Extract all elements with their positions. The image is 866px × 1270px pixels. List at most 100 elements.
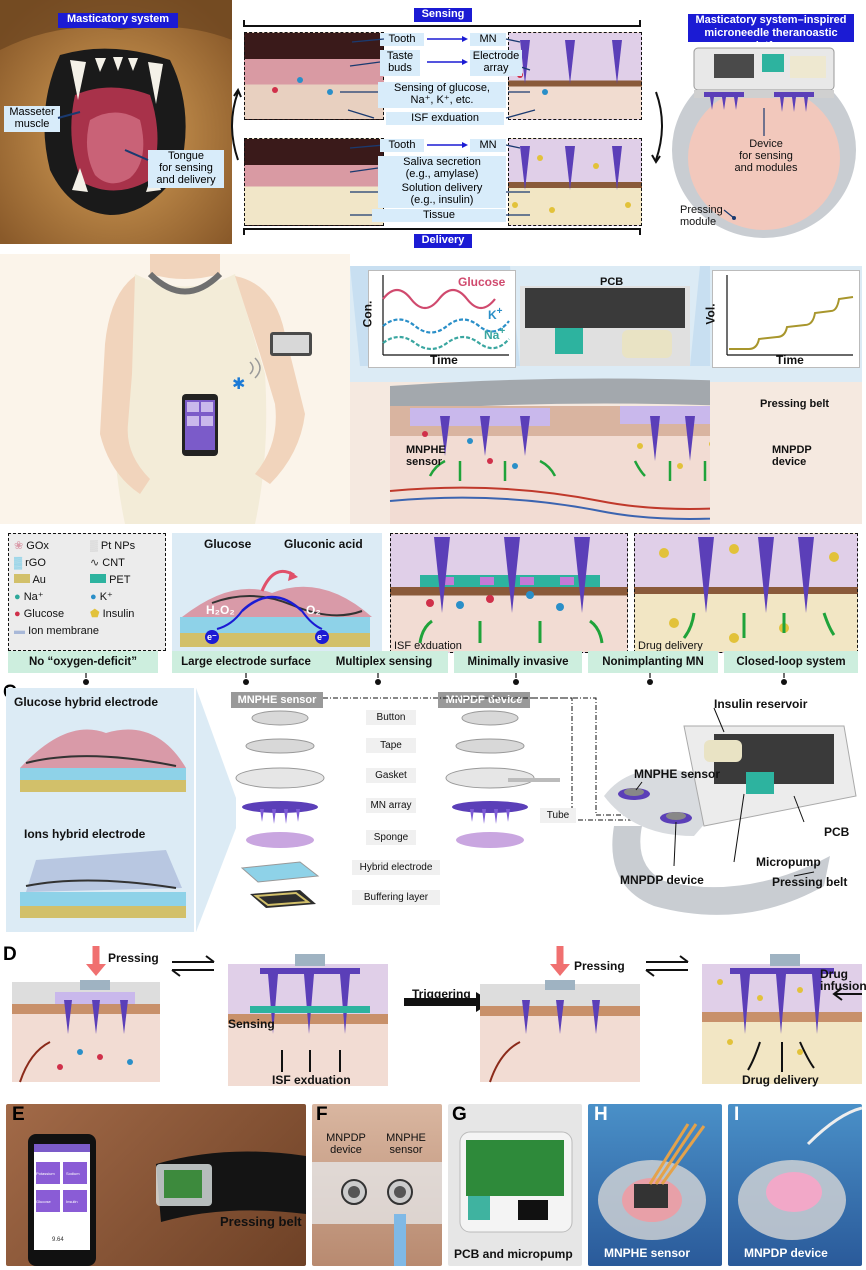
mn-label-2: MN — [470, 139, 506, 152]
legend-k-text: K⁺ — [99, 591, 113, 603]
mnphe-sensor-header: MNPHE sensor — [231, 692, 323, 708]
drug-infusion-line2: infusion — [820, 979, 866, 993]
phone-tile-insulin[interactable]: Insulin — [66, 1199, 78, 1204]
mnphe-sensor-label-b: MNPHE sensor — [406, 444, 446, 468]
k-plus: + — [496, 306, 503, 317]
taste-buds-label: Taste buds — [380, 50, 420, 76]
hybrid-electrodes-panel — [6, 688, 194, 932]
electron-label-2: e⁻ — [317, 632, 327, 642]
saliva-line1: Saliva secretion — [403, 156, 481, 168]
photo-i — [728, 1104, 862, 1266]
photo-f-content — [312, 1162, 442, 1266]
tooth-label-2: Tooth — [380, 139, 424, 152]
sensing-of-line1: Sensing of glucose, — [393, 82, 490, 94]
masseter-label: Masseter muscle — [4, 106, 60, 132]
phone-tiles: Potassium Sodium Glucose Insulin — [36, 1162, 90, 1218]
pet-icon — [90, 574, 106, 583]
legend-rgo-text: rGO — [25, 557, 46, 569]
feature-minimally-invasive: Minimally invasive — [454, 651, 582, 673]
taste-line1: Taste — [386, 50, 414, 62]
electrode-reaction-drawing — [180, 570, 372, 647]
mnpdp-b-line1: MNPDP — [772, 444, 812, 456]
pt-nps-icon: ▒ — [90, 540, 98, 552]
volume-chart — [712, 270, 860, 368]
legend-ion-membrane: ▬ Ion membrane — [14, 625, 99, 637]
phone-tile-glucose[interactable]: Glucose — [36, 1199, 51, 1204]
panel-label-h: H — [594, 1104, 608, 1125]
tissue-label: Tissue — [372, 209, 506, 222]
phone-tile-potassium[interactable]: Potassium — [36, 1171, 55, 1176]
o2-label: O₂ — [306, 603, 321, 617]
hybrid-electrodes-drawing — [20, 729, 186, 918]
phone-value: 9.64 — [52, 1237, 64, 1243]
mn-label-1: MN — [470, 33, 506, 46]
electrode-array-label: Electrode array — [470, 50, 522, 76]
saliva-line2: (e.g., amylase) — [405, 168, 479, 180]
sensing-title: Sensing — [414, 8, 472, 22]
solution-label: Solution delivery (e.g., insulin) — [378, 182, 506, 208]
svg-text:✱: ✱ — [232, 374, 245, 393]
layer-button: Button — [366, 710, 416, 725]
legend-cnt: ∿ CNT — [90, 557, 125, 569]
pcb-label-c: PCB — [824, 825, 850, 839]
isf-exduation-label-d: ISF exduation — [272, 1073, 351, 1087]
masseter-line2: muscle — [14, 118, 50, 130]
f-mnpdp-line1: MNPDP — [326, 1132, 366, 1144]
mnpdp-device-header: MNPDP device — [438, 692, 530, 708]
f-mnphe-label: MNPHE sensor — [378, 1132, 434, 1156]
layer-tape: Tape — [366, 738, 416, 753]
legend-na: ● Na⁺ — [14, 591, 44, 603]
k-letter: K — [488, 308, 497, 322]
micropump-label: Micropump — [756, 855, 821, 869]
reaction-glucose-label: Glucose — [204, 537, 252, 551]
pressing-module-label: Pressing module — [680, 204, 723, 228]
platform-device-drawing — [672, 47, 856, 238]
legend-k: ● K⁺ — [90, 591, 113, 603]
legend-glucose: ● Glucose — [14, 608, 64, 620]
rgo-icon: ▓ — [14, 557, 23, 569]
panel-label-e: E — [12, 1104, 25, 1125]
pressing-belt-label-b: Pressing belt — [760, 398, 830, 410]
feature-large-electrode: Large electrode surface — [172, 651, 320, 673]
gox-icon: ❀ — [14, 540, 24, 552]
sensing-tooth-box — [244, 32, 384, 120]
pressing-module-line2: module — [680, 216, 717, 228]
feature-multiplex-sensing: Multiplex sensing — [320, 651, 448, 673]
mnpdp-b-line2: device — [772, 456, 807, 468]
taste-line2: buds — [388, 62, 412, 74]
tube-label: Tube — [540, 808, 576, 823]
masticatory-system-title: Masticatory system — [58, 13, 178, 28]
vol-time-label: Time — [776, 353, 804, 367]
legend-au-text: Au — [32, 574, 46, 586]
panel-label-g: G — [452, 1104, 467, 1125]
legend-na-text: Na⁺ — [23, 591, 44, 603]
legend-glucose-text: Glucose — [23, 608, 65, 620]
na-letters: Na — [484, 328, 500, 342]
legend-insulin: ⬟ Insulin — [90, 608, 134, 620]
mnphe-photo-label: MNPHE sensor — [604, 1246, 691, 1260]
pcb-label-b: PCB — [600, 276, 624, 288]
phone-tile-sodium[interactable]: Sodium — [66, 1171, 80, 1176]
photo-f — [312, 1104, 442, 1266]
sensing-of-label: Sensing of glucose, Na⁺, K⁺, etc. — [378, 82, 506, 108]
delivery-tooth-box — [244, 138, 384, 226]
mnphe-sensor-label-c: MNPHE sensor — [634, 767, 721, 781]
drug-delivery-label-b: Drug delivery — [638, 640, 703, 652]
na-dot-icon: ● — [14, 591, 21, 603]
feature-no-oxygen-deficit: No “oxygen-deficit” — [8, 651, 158, 673]
panel-a-arrows — [340, 36, 536, 216]
layer-mn-array: MN array — [366, 798, 416, 813]
layer-hybrid-electrode: Hybrid electrode — [352, 860, 440, 875]
panel-label-i: I — [734, 1104, 740, 1125]
pcb-micropump-photo-label: PCB and micropump — [454, 1247, 573, 1261]
h2o2-label: H₂O₂ — [206, 603, 235, 617]
k-curve-label: K+ — [488, 306, 503, 321]
legend-gox-text: GOx — [26, 540, 49, 552]
drug-delivery-label-d: Drug delivery — [742, 1073, 819, 1087]
au-icon — [14, 574, 30, 583]
con-time-label: Time — [430, 353, 458, 367]
photo-e — [6, 1104, 306, 1266]
drug-infusion-label: Drug infusion — [820, 968, 866, 992]
photo-e-content — [28, 1134, 306, 1266]
legend-au: Au — [14, 574, 46, 586]
